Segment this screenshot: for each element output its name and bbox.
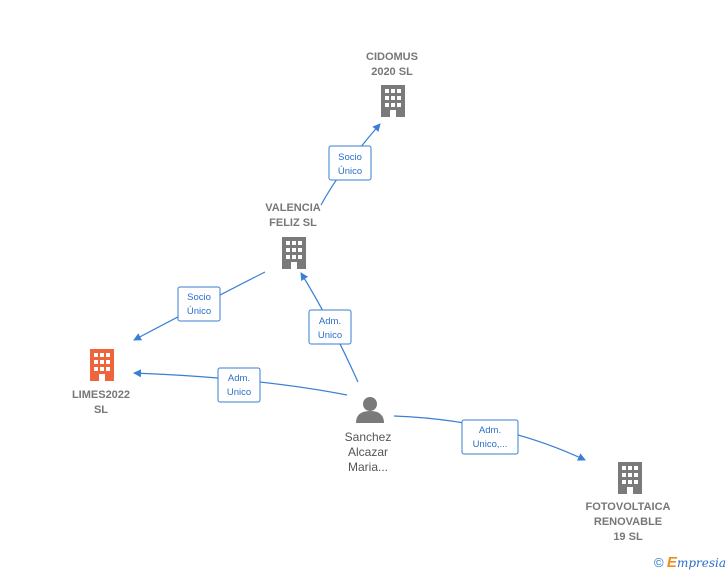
- building-icon: [381, 85, 405, 117]
- node-label-line1: Sanchez: [345, 430, 392, 444]
- edge-label-line1: Socio: [338, 152, 362, 163]
- node-cidomus[interactable]: CIDOMUS 2020 SL: [366, 51, 418, 117]
- node-valencia-feliz[interactable]: VALENCIA FELIZ SL: [265, 202, 321, 269]
- building-icon: [618, 462, 642, 494]
- edge-person-fotovoltaica: Adm. Unico,...: [393, 415, 586, 461]
- edge-label-line2: Único: [187, 306, 211, 317]
- footer-brand: © Empresia: [654, 554, 726, 571]
- node-limes2022[interactable]: LIMES2022 SL: [72, 349, 130, 416]
- brand-logo-text: mpresia: [676, 556, 726, 570]
- edge-valencia-cidomus: Socio Único: [320, 123, 381, 206]
- node-label-line2: Alcazar: [348, 445, 388, 459]
- edge-label-line1: Adm.: [319, 316, 341, 327]
- node-label-line1: LIMES2022: [72, 389, 130, 401]
- node-label-line2: SL: [94, 404, 108, 416]
- edge-label-line2: Unico: [227, 387, 251, 398]
- node-label-line3: 19 SL: [613, 531, 643, 543]
- node-label-line1: VALENCIA: [265, 202, 320, 214]
- node-label-line2: 2020 SL: [371, 66, 413, 78]
- edge-person-valencia: Adm. Unico: [300, 272, 359, 383]
- building-icon: [90, 349, 114, 381]
- edge-label-line1: Adm.: [228, 373, 250, 384]
- node-label-line1: FOTOVOLTAICA: [586, 501, 671, 513]
- node-fotovoltaica[interactable]: FOTOVOLTAICA RENOVABLE 19 SL: [586, 462, 671, 543]
- edge-person-limes: Adm. Unico: [133, 367, 348, 403]
- edge-label-line2: Unico,...: [473, 439, 508, 450]
- edge-label-line1: Socio: [187, 292, 211, 303]
- node-label-line1: CIDOMUS: [366, 51, 418, 63]
- edge-label-line2: Unico: [318, 330, 342, 341]
- edge-label-line1: Adm.: [479, 425, 501, 436]
- node-label-line2: FELIZ SL: [269, 217, 317, 229]
- brand-logo-initial: E: [666, 554, 677, 571]
- edge-label-line2: Único: [338, 166, 362, 177]
- edge-valencia-limes: Socio Único: [133, 271, 266, 341]
- node-person-sanchez[interactable]: Sanchez Alcazar Maria...: [345, 397, 392, 474]
- node-label-line3: Maria...: [348, 460, 388, 474]
- node-label-line2: RENOVABLE: [594, 516, 662, 528]
- person-icon: [356, 397, 384, 423]
- building-icon: [282, 237, 306, 269]
- copyright-symbol: ©: [653, 555, 664, 570]
